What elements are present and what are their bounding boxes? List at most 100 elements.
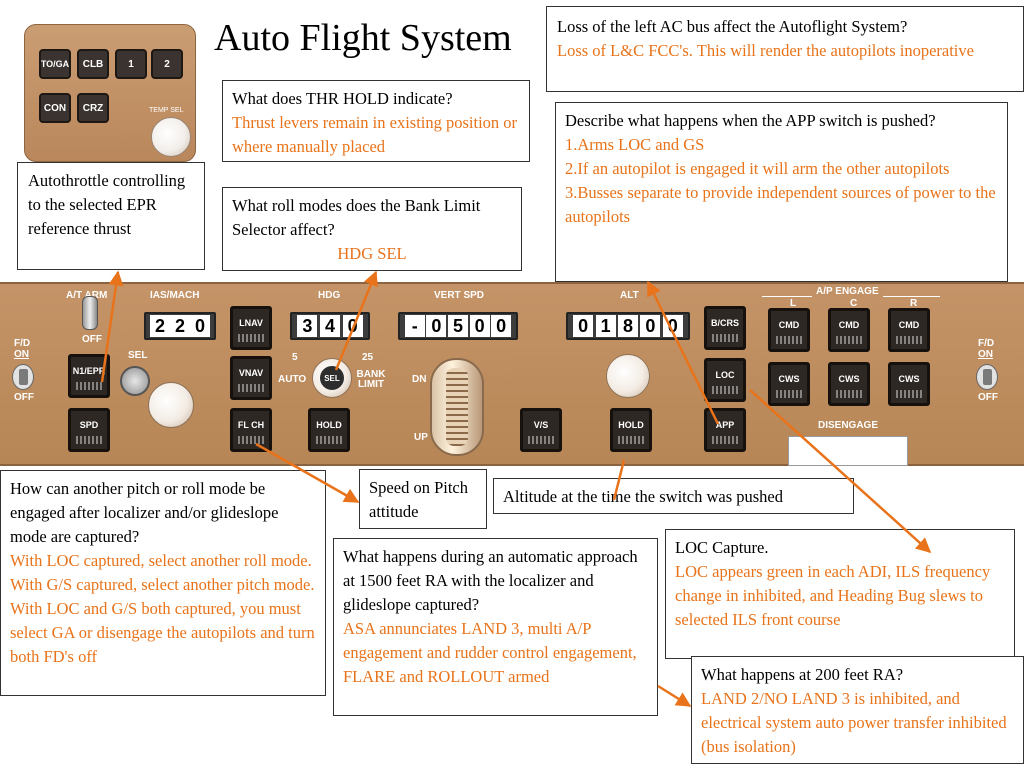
note-answer: LOC appears green in each ADI, ILS frequ… [675,562,991,629]
note-question: Loss of the left AC bus affect the Autof… [557,17,908,36]
alt-digit: 0 [640,315,661,337]
disengage-bar[interactable] [788,436,908,466]
thrust-1-button[interactable]: 1 [115,49,147,79]
ias-mach-label: IAS/MACH [150,290,200,301]
hdg-hold-button[interactable]: HOLD [308,408,350,452]
spd-button[interactable]: SPD [68,408,110,452]
mode-control-panel: F/D ON OFF A/T ARM OFF N1/EPR SPD IAS/MA… [0,282,1024,466]
note-answer: 1.Arms LOC and GS [565,135,705,154]
ias-digit: 2 [150,315,170,337]
temp-sel-knob[interactable] [151,117,191,157]
note-question: What roll modes does the Bank Limit Sele… [232,196,481,239]
alt-knob[interactable] [606,354,650,398]
hdg-sel-button[interactable]: SEL [320,366,344,390]
thrust-2-button[interactable]: 2 [151,49,183,79]
at-arm-label: A/T ARM [66,290,108,301]
note-left-ac-bus: Loss of the left AC bus affect the Autof… [546,6,1024,92]
bcrs-button[interactable]: B/CRS [704,306,746,350]
hdg-digit: 4 [319,315,340,337]
epr-mode-panel: TO/GA CLB 1 2 CON CRZ TEMP SEL [24,24,196,162]
vert-spd-wheel[interactable] [430,358,484,456]
note-text: Altitude at the time the switch was push… [503,487,783,506]
alt-digit: 1 [595,315,616,337]
clb-button[interactable]: CLB [77,49,109,79]
vnav-button[interactable]: VNAV [230,356,272,400]
ias-digit: 2 [170,315,190,337]
note-altitude-hold: Altitude at the time the switch was push… [493,478,854,514]
note-autothrottle: Autothrottle controlling to the selected… [17,162,205,270]
note-answer: ASA annunciates LAND 3, multi A/P engage… [343,619,637,686]
ap-c-label: C [850,298,858,309]
fd-left-off-label: OFF [14,392,34,403]
fd-left-label: F/D [14,338,31,349]
ias-mach-window: 2 2 0 [144,312,216,340]
app-button[interactable]: APP [704,408,746,452]
note-loc-capture: LOC Capture. LOC appears green in each A… [665,529,1015,659]
bank-25-label: 25 [362,352,374,363]
note-answer: LAND 2/NO LAND 3 is inhibited, and elect… [701,689,1007,756]
arrow-approach-to-ra200 [657,684,692,708]
up-label: UP [414,432,428,443]
bank-5-label: 5 [292,352,298,363]
note-answer: 3.Busses separate to provide independent… [565,183,996,226]
cws-c-button[interactable]: CWS [828,362,870,406]
note-app-switch: Describe what happens when the APP switc… [555,102,1008,282]
note-question: How can another pitch or roll mode be en… [10,479,279,546]
vs-digit: 0 [469,315,490,337]
cmd-l-button[interactable]: CMD [768,308,810,352]
vs-digit: - [404,315,425,337]
cws-r-button[interactable]: CWS [888,362,930,406]
con-button[interactable]: CON [39,93,71,123]
dn-label: DN [412,374,427,385]
vs-button[interactable]: V/S [520,408,562,452]
hdg-label: HDG [318,290,341,301]
note-another-mode: How can another pitch or roll mode be en… [0,470,326,696]
note-auto-approach: What happens during an automatic approac… [333,538,658,716]
alt-hold-button[interactable]: HOLD [610,408,652,452]
note-text: Speed on Pitch attitude [369,478,468,521]
note-answer: Thrust levers remain in existing positio… [232,113,518,156]
n1-epr-button[interactable]: N1/EPR [68,354,110,398]
ias-sel-label: SEL [128,350,148,361]
vs-digit: 5 [447,315,468,337]
ias-sel-button[interactable] [120,366,150,396]
cmd-r-button[interactable]: CMD [888,308,930,352]
loc-button[interactable]: LOC [704,358,746,402]
alt-window: 0 1 8 0 0 [566,312,690,340]
hdg-digit: 0 [342,315,363,337]
page-title: Auto Flight System [214,17,512,59]
note-question: What does THR HOLD indicate? [232,89,453,108]
note-bank-limit: What roll modes does the Bank Limit Sele… [222,187,522,271]
ias-digit: 0 [190,315,210,337]
at-arm-switch[interactable] [82,296,98,330]
vs-digit: 0 [426,315,447,337]
at-arm-off-label: OFF [82,334,102,345]
note-speed-on-pitch: Speed on Pitch attitude [359,469,487,529]
cmd-c-button[interactable]: CMD [828,308,870,352]
temp-sel-label: TEMP SEL [149,107,184,114]
vert-spd-label: VERT SPD [434,290,485,301]
note-question: Describe what happens when the APP switc… [565,111,936,130]
alt-digit: 0 [573,315,594,337]
toga-button[interactable]: TO/GA [39,49,71,79]
fd-left-on-label: ON [14,349,29,360]
hdg-digit: 3 [297,315,318,337]
cws-l-button[interactable]: CWS [768,362,810,406]
alt-digit: 0 [662,315,683,337]
fd-right-switch[interactable] [976,364,998,390]
fd-left-switch[interactable] [12,364,34,390]
ap-r-label: R [910,298,918,309]
alt-digit: 8 [617,315,638,337]
ias-knob[interactable] [148,382,194,428]
crz-button[interactable]: CRZ [77,93,109,123]
vs-digit: 0 [491,315,512,337]
note-answer: 2.If an autopilot is engaged it will arm… [565,159,950,178]
lnav-button[interactable]: LNAV [230,306,272,350]
hdg-window: 3 4 0 [290,312,370,340]
vert-spd-window: - 0 5 0 0 [398,312,518,340]
bank-limit-selector[interactable]: SEL [312,358,352,398]
fd-right-label: F/D [978,338,995,349]
bank-limit-label: BANK LIMIT [356,369,386,390]
flch-button[interactable]: FL CH [230,408,272,452]
fd-right-on-label: ON [978,349,993,360]
